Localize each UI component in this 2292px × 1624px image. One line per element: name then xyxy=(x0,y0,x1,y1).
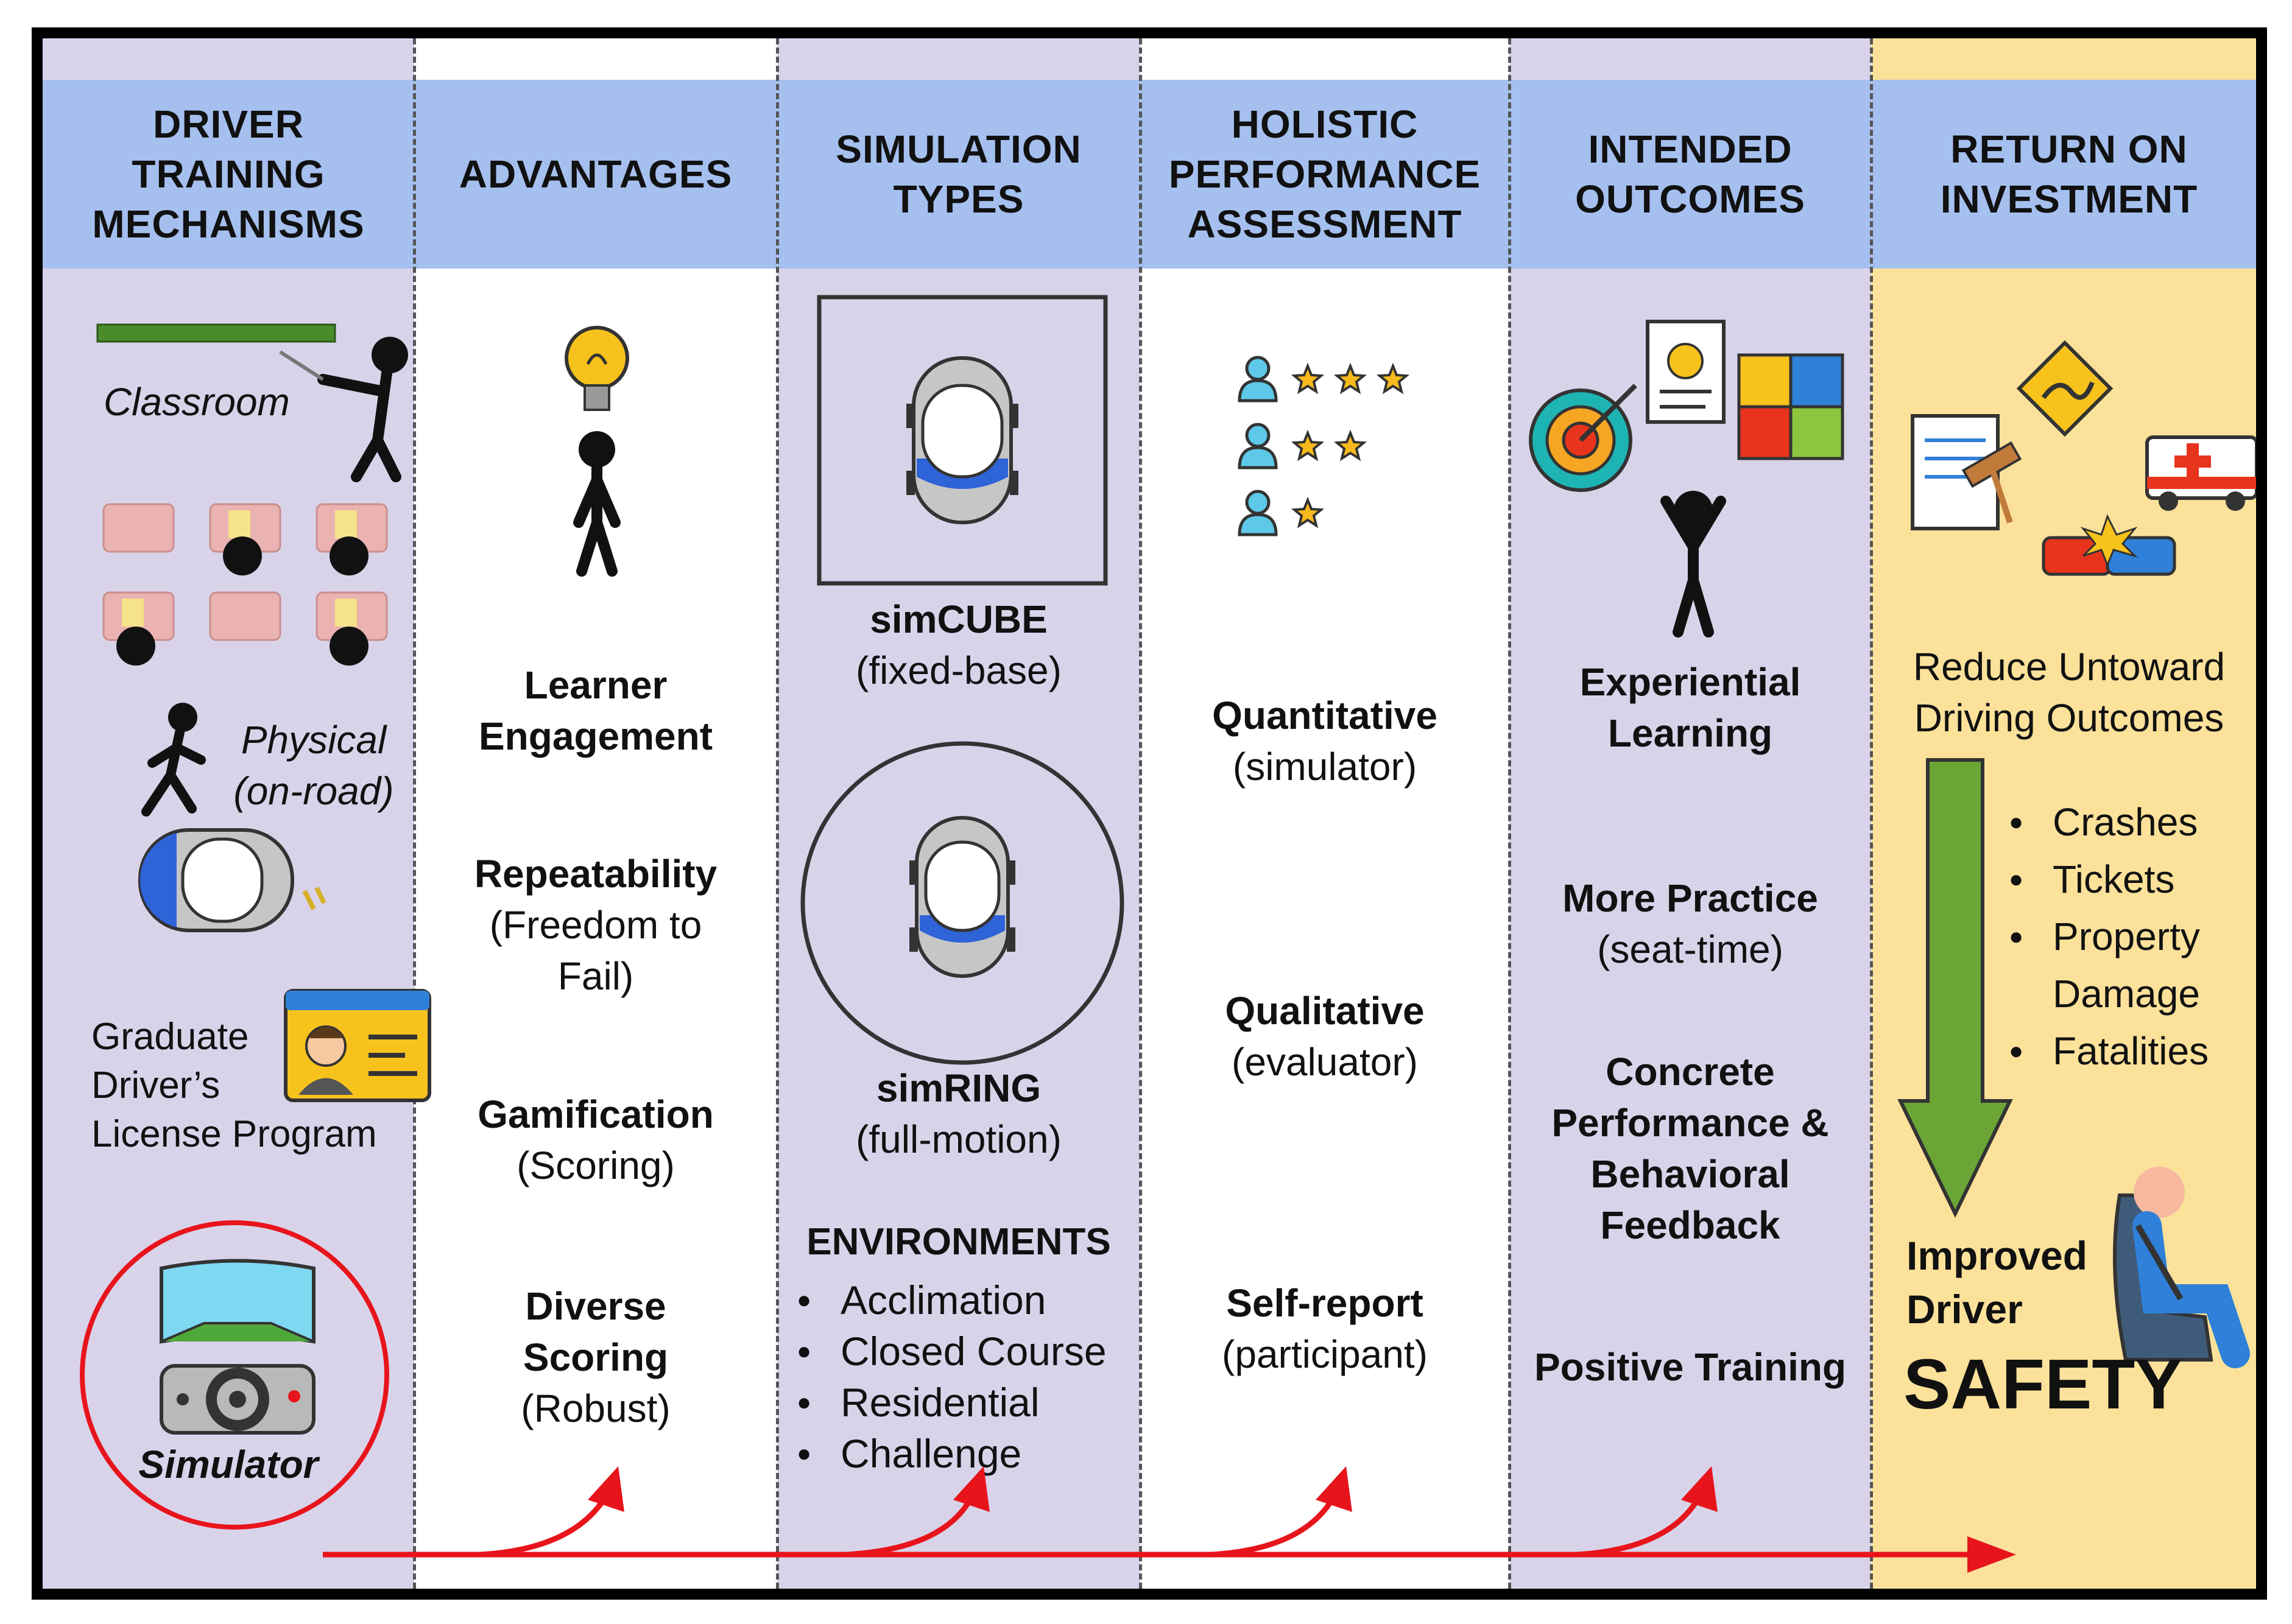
outcome-item: Tickets xyxy=(2004,851,2256,908)
header-holistic-performance-assessment: HOLISTIC PERFORMANCE ASSESSMENT xyxy=(1168,102,1481,246)
column-divider xyxy=(776,38,779,1589)
assessment-title: Qualitative xyxy=(1225,989,1425,1033)
column-assessment-bg xyxy=(1140,38,1509,1589)
environment-item: Challenge xyxy=(792,1428,1145,1479)
header-return-on-investment: RETURN ON INVESTMENT xyxy=(1940,127,2198,221)
column-divider xyxy=(1139,38,1142,1589)
celebrating-person-icon xyxy=(1660,491,1726,638)
header-band xyxy=(43,80,2256,269)
simcube-subtitle: (fixed-base) xyxy=(856,649,1062,692)
outcome-item: Crashes xyxy=(2004,793,2256,851)
simulator-label: Simulator xyxy=(138,1443,319,1486)
outcome-title: Concrete Performance & Behavioral Feedba… xyxy=(1551,1050,1829,1247)
simring-subtitle: (full-motion) xyxy=(856,1117,1062,1161)
seated-driver-icon xyxy=(2113,1167,2250,1368)
physical-on-road-label: Physical (on-road) xyxy=(233,718,394,813)
header-simulation-types: SIMULATION TYPES xyxy=(836,127,1082,221)
simcube-icon xyxy=(817,295,1108,586)
assessment-subtitle: (simulator) xyxy=(1232,745,1417,789)
classroom-icon xyxy=(96,323,408,666)
outcome-item: Property Damage xyxy=(2004,908,2256,1022)
graduate-license-label: Graduate Driver’s License Program xyxy=(91,1016,377,1155)
advantage-title: Learner Engagement xyxy=(478,663,713,758)
advantage-title: Gamification xyxy=(478,1092,714,1136)
column-divider xyxy=(1508,38,1511,1589)
environment-item: Residential xyxy=(792,1377,1145,1428)
assessment-title: Self-report xyxy=(1226,1281,1423,1325)
assessment-title: Quantitative xyxy=(1212,694,1437,737)
header-advantages: ADVANTAGES xyxy=(459,152,733,196)
advantage-subtitle: (Freedom to Fail) xyxy=(489,903,702,998)
environment-item: Acclimation xyxy=(792,1274,1145,1326)
flow-arrow xyxy=(323,1466,2016,1573)
pedestrian-icon xyxy=(141,703,206,817)
environment-item: Closed Course xyxy=(792,1326,1145,1377)
diagram-frame: DRIVER TRAINING MECHANISMS ADVANTAGES SI… xyxy=(32,27,2267,1600)
outcome-title: More Practice xyxy=(1562,876,1818,920)
safety-label: SAFETY xyxy=(1903,1345,2182,1424)
environments-list: Acclimation Closed Course Residential Ch… xyxy=(792,1274,1145,1479)
column-outcomes-bg xyxy=(1509,38,1871,1589)
advantage-subtitle: (Scoring) xyxy=(517,1144,675,1187)
down-arrow-icon xyxy=(1897,758,2013,1218)
assessment-subtitle: (evaluator) xyxy=(1232,1040,1418,1084)
outcome-title: Positive Training xyxy=(1534,1345,1847,1389)
outcome-item: Fatalities xyxy=(2004,1022,2256,1080)
column-divider xyxy=(1870,38,1873,1589)
idea-person-icon xyxy=(565,326,629,577)
car-top-icon xyxy=(138,828,326,932)
assessment-subtitle: (participant) xyxy=(1222,1332,1428,1376)
advantage-title: Repeatability xyxy=(474,852,718,896)
reduce-outcomes-label: Reduce Untoward Driving Outcomes xyxy=(1913,645,2226,740)
outcome-title: Experiential Learning xyxy=(1579,660,1801,755)
simring-icon xyxy=(800,741,1124,1065)
advantage-title: Diverse Scoring xyxy=(523,1284,669,1379)
column-advantages-bg xyxy=(414,38,777,1589)
simcube-title: simCUBE xyxy=(870,597,1048,641)
column-divider xyxy=(413,38,416,1589)
improved-driver-label: Improved Driver xyxy=(1906,1233,2088,1332)
simulator-icon xyxy=(160,1259,316,1435)
drivers-license-icon xyxy=(284,989,431,1102)
outcome-subtitle: (seat-time) xyxy=(1597,927,1783,971)
header-driver-training-mechanisms: DRIVER TRAINING MECHANISMS xyxy=(92,102,365,246)
header-intended-outcomes: INTENDED OUTCOMES xyxy=(1575,127,1805,221)
simulator-highlight-circle xyxy=(80,1220,389,1530)
advantage-subtitle: (Robust) xyxy=(521,1387,671,1430)
classroom-label: Classroom xyxy=(104,380,290,424)
negative-outcomes-list: Crashes Tickets Property Damage Fataliti… xyxy=(2004,793,2256,1080)
environments-title: ENVIRONMENTS xyxy=(806,1221,1111,1263)
simring-title: simRING xyxy=(876,1066,1042,1110)
goals-icon xyxy=(1529,320,1844,492)
crash-outcomes-icon xyxy=(1911,340,2256,576)
